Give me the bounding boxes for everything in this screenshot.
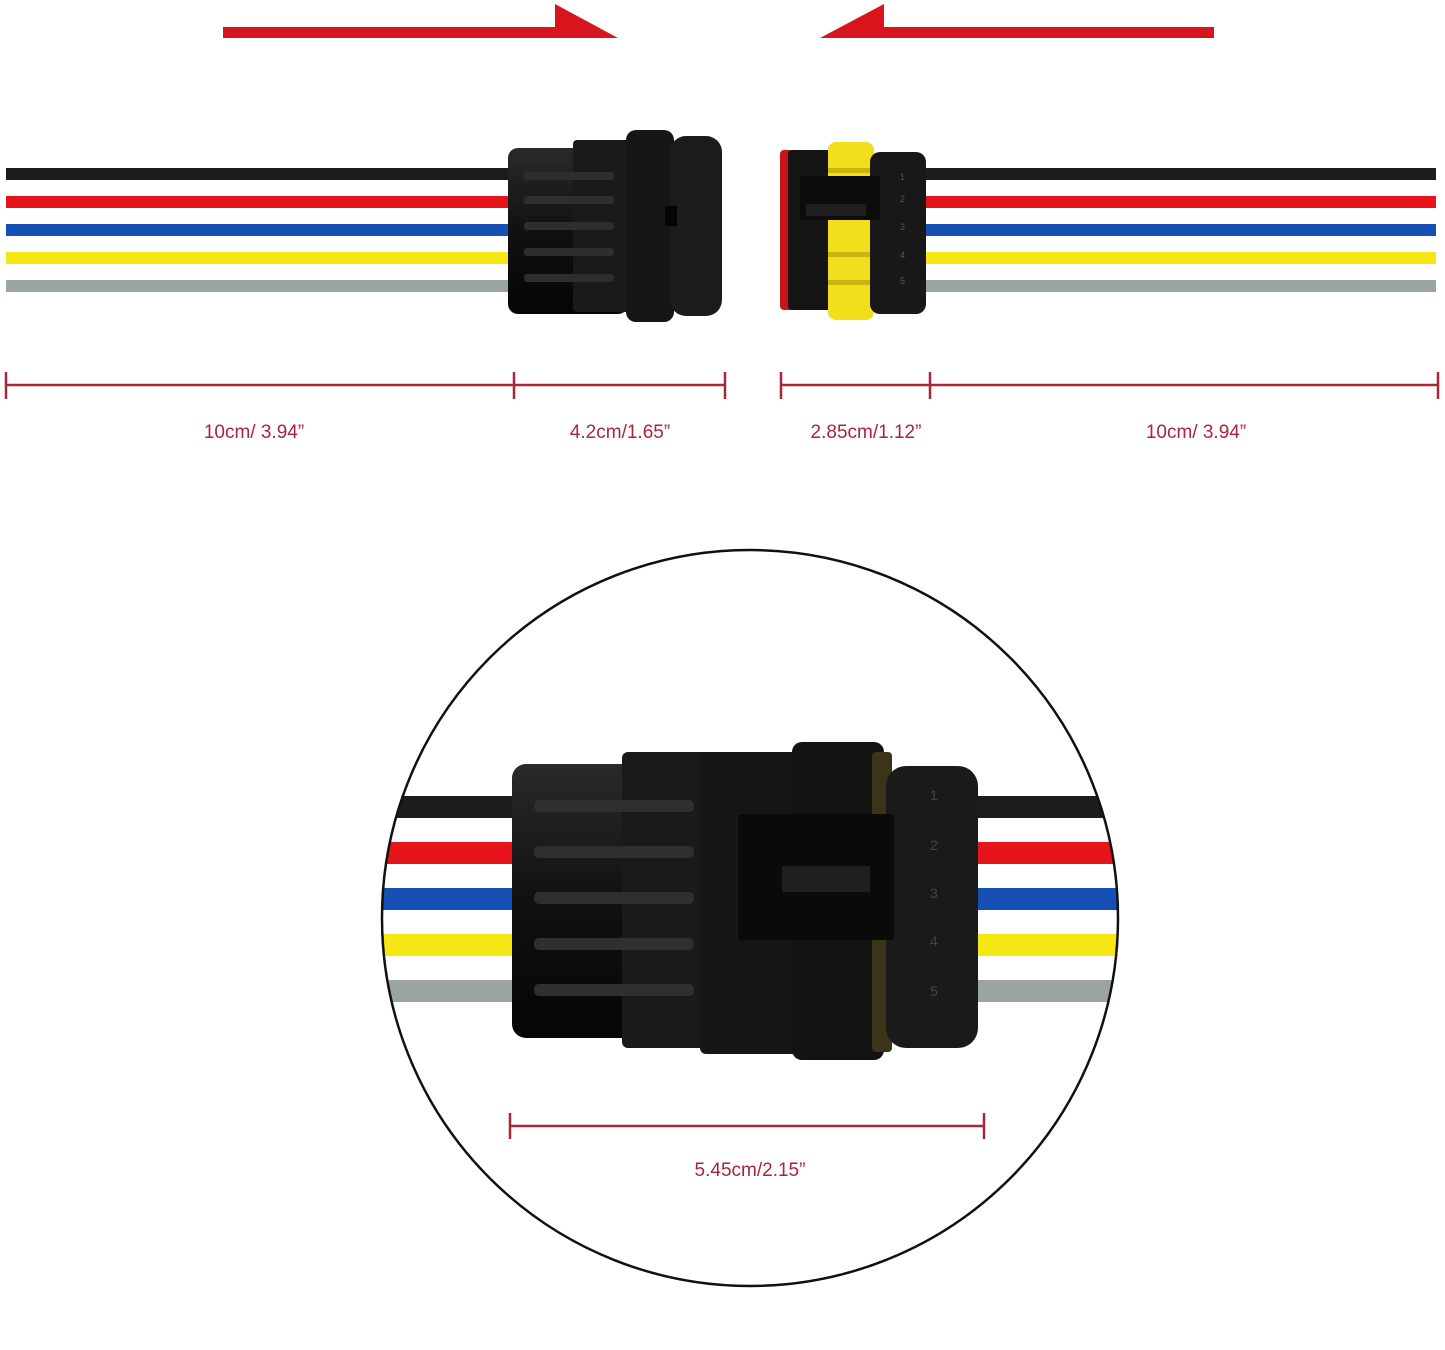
wire-black (975, 796, 1118, 818)
male-connector-assembly (6, 130, 722, 322)
wire-black (922, 168, 1436, 180)
male-connector-length-label: 4.2cm/1.65” (570, 422, 670, 443)
wire-black (382, 796, 515, 818)
female-connector-assembly: 1 2 3 4 5 (780, 142, 1436, 320)
male-wires (6, 168, 512, 292)
top-dimensions: 10cm/ 3.94” 4.2cm/1.65” 2.85cm/1.12” 10c… (4, 372, 1440, 443)
wire-gray (382, 980, 515, 1002)
wire-yellow (922, 252, 1436, 264)
female-wire-length-dimension: 10cm/ 3.94” (930, 372, 1440, 443)
female-connector-length-dimension: 2.85cm/1.12” (779, 372, 932, 443)
wire-blue (975, 888, 1118, 910)
zoomed-right-wires (975, 796, 1118, 1002)
wire-gray (922, 280, 1436, 292)
male-wire-length-label: 10cm/ 3.94” (204, 422, 304, 443)
wire-red (382, 842, 515, 864)
male-connector-length-dimension: 4.2cm/1.65” (514, 372, 727, 443)
pin-number: 1 (900, 172, 905, 182)
wire-yellow (975, 934, 1118, 956)
pin-number: 1 (930, 787, 938, 803)
male-connector-icon (508, 130, 722, 322)
wire-blue (382, 888, 515, 910)
wire-yellow (382, 934, 515, 956)
wire-yellow (6, 252, 512, 264)
female-connector-icon (780, 142, 926, 320)
zoom-circle-outline (380, 548, 1120, 1288)
pin-number: 5 (900, 276, 905, 286)
pin-number: 4 (930, 933, 938, 949)
pin-number: 2 (930, 837, 938, 853)
wire-red (975, 842, 1118, 864)
right-arrow-icon (223, 4, 618, 38)
wire-red (6, 196, 512, 208)
female-wire-length-label: 10cm/ 3.94” (1146, 422, 1246, 443)
zoomed-mated-connector: 1 2 3 4 5 5.45cm/2.15” (380, 548, 1120, 1288)
pin-number: 2 (900, 194, 905, 204)
mated-connector-length-dimension: 5.45cm/2.15” (508, 1113, 986, 1181)
pin-number: 5 (930, 983, 938, 999)
mated-connector-length-label: 5.45cm/2.15” (695, 1160, 806, 1181)
pin-number: 4 (900, 250, 905, 260)
zoomed-left-wires (382, 796, 515, 1002)
zoomed-connector-body-icon (512, 742, 978, 1060)
female-connector-length-label: 2.85cm/1.12” (811, 422, 922, 443)
direction-arrows (223, 4, 1214, 38)
wire-blue (922, 224, 1436, 236)
pin-number: 3 (930, 885, 938, 901)
left-arrow-icon (820, 4, 1214, 38)
female-wires (922, 168, 1436, 292)
wire-red (922, 196, 1436, 208)
pin-number: 3 (900, 222, 905, 232)
male-wire-length-dimension: 10cm/ 3.94” (4, 372, 516, 443)
zoomed-pin-numbers: 1 2 3 4 5 (930, 787, 938, 999)
wire-gray (6, 280, 512, 292)
female-pin-numbers: 1 2 3 4 5 (900, 172, 905, 286)
wire-blue (6, 224, 512, 236)
wire-black (6, 168, 512, 180)
wire-gray (975, 980, 1118, 1002)
